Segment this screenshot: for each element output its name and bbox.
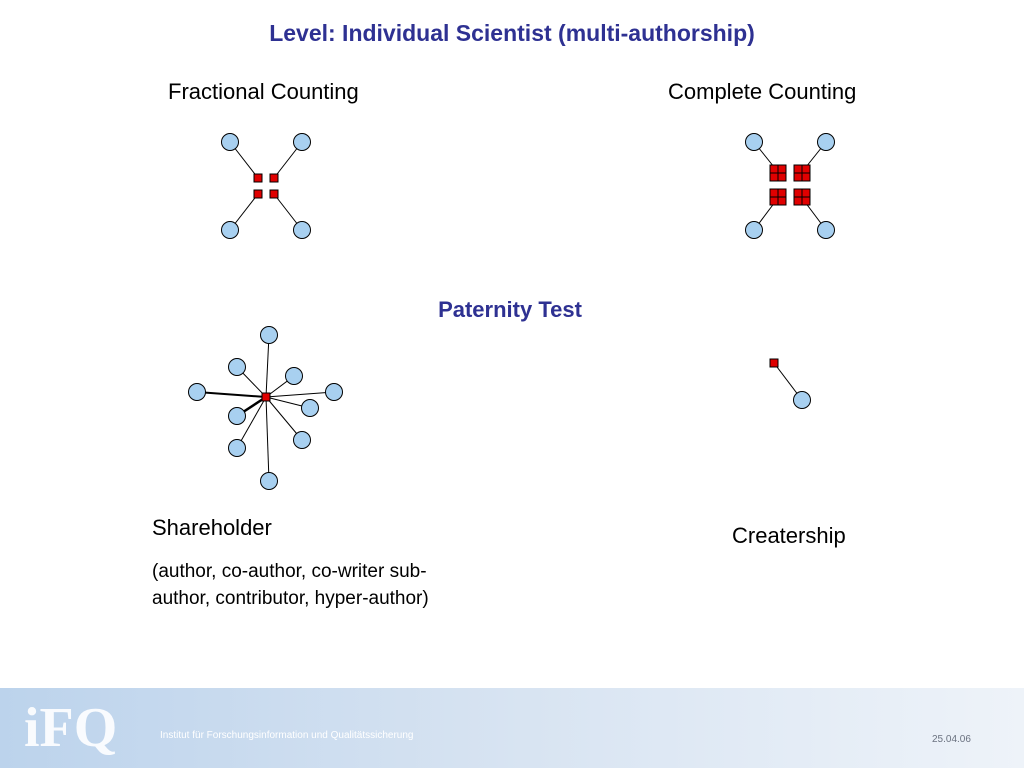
paper <box>261 392 271 402</box>
full-paper <box>793 188 811 206</box>
paper-fraction <box>269 173 279 183</box>
svg-text:iFQ: iFQ <box>24 697 117 759</box>
paper-fraction <box>269 189 279 199</box>
author-node <box>293 221 311 239</box>
creatership-diagram <box>769 358 811 409</box>
author-node <box>817 221 835 239</box>
paper-fraction <box>253 173 263 183</box>
creatership-label: Creatership <box>732 523 846 548</box>
complete-counting-label: Complete Counting <box>668 79 857 104</box>
author-node <box>293 133 311 151</box>
author-node <box>228 407 246 425</box>
shareholder-label: Shareholder <box>152 515 272 540</box>
complete-counting-diagram <box>745 133 835 239</box>
shareholder-description: (author, co-author, co-writer sub-author… <box>152 561 429 609</box>
author-node <box>301 399 319 417</box>
author-node <box>228 439 246 457</box>
author-node <box>260 472 278 490</box>
author-node <box>260 326 278 344</box>
paternity-test-heading: Paternity Test <box>438 297 582 322</box>
author-node <box>817 133 835 151</box>
paper <box>769 358 779 368</box>
author-node <box>745 133 763 151</box>
author-node <box>221 221 239 239</box>
author-node <box>325 383 343 401</box>
slide-title: Level: Individual Scientist (multi-autho… <box>269 20 755 46</box>
authorship-diagrams <box>188 133 835 490</box>
author-node <box>228 358 246 376</box>
full-paper <box>769 164 787 182</box>
ifq-logo: iFQ <box>24 697 117 759</box>
author-node <box>221 133 239 151</box>
paper-fraction <box>253 189 263 199</box>
author-node <box>793 391 811 409</box>
author-node <box>745 221 763 239</box>
shareholder-diagram <box>188 326 343 490</box>
author-node <box>285 367 303 385</box>
fractional-counting-label: Fractional Counting <box>168 79 359 104</box>
full-paper <box>769 188 787 206</box>
slide-date: 25.04.06 <box>932 734 971 745</box>
author-node <box>293 431 311 449</box>
institute-name: Institut für Forschungsinformation und Q… <box>160 730 414 741</box>
footer-bar: iFQ Institut für Forschungsinformation u… <box>0 688 1024 768</box>
author-node <box>188 383 206 401</box>
fractional-counting-diagram <box>221 133 311 239</box>
full-paper <box>793 164 811 182</box>
